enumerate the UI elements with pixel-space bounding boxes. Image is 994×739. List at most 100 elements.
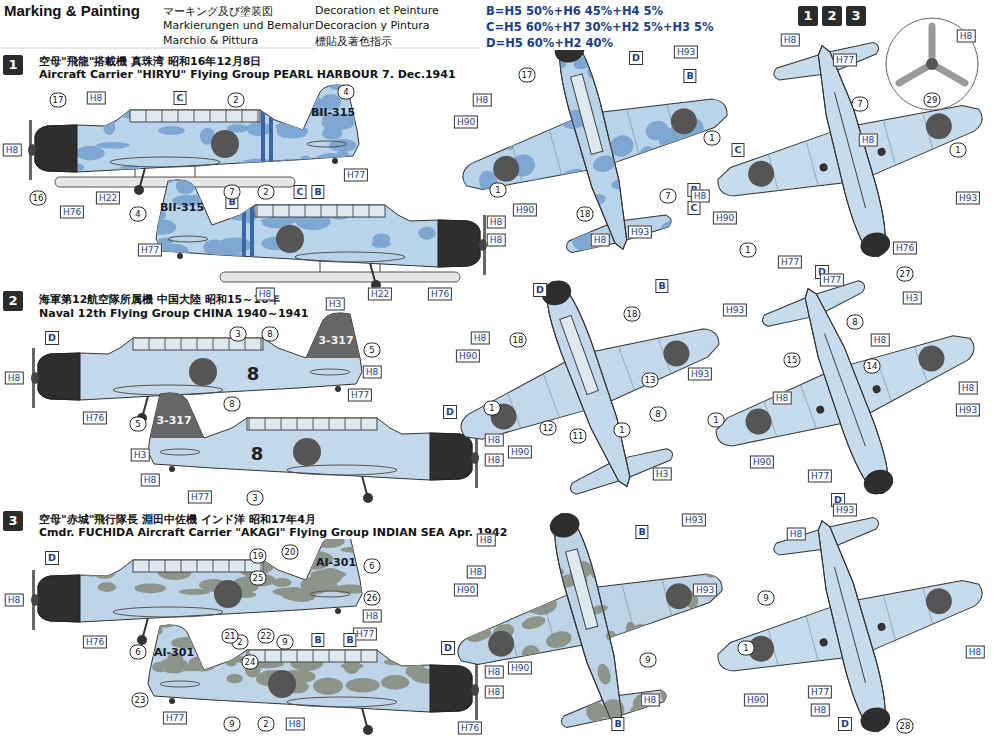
paint-code: H93 xyxy=(674,46,698,59)
paint-code: H8 xyxy=(957,30,976,43)
callout-number: 2 xyxy=(258,185,275,200)
side-view xyxy=(31,313,362,423)
badge-number: 2 xyxy=(827,6,836,26)
paint-code: H90 xyxy=(744,694,768,707)
badge-number: 1 xyxy=(8,55,17,75)
callout-number: 8 xyxy=(847,315,864,330)
paint-code: H8 xyxy=(467,566,486,579)
section-heading: Cmdr. FUCHIDA Aircraft Carrier "AKAGI" F… xyxy=(38,526,508,539)
section-badge: 2 xyxy=(822,6,842,26)
side-view xyxy=(28,75,377,195)
paint-code: H8 xyxy=(485,666,504,679)
section-heading: Aircraft Carrier "HIRYU" Flying Group PE… xyxy=(38,68,457,81)
callout-number: 25 xyxy=(250,571,267,586)
callout-number: 1 xyxy=(490,183,507,198)
callout-number: 6 xyxy=(364,559,381,574)
callout-number: 19 xyxy=(250,549,267,564)
callout-number: 6 xyxy=(130,645,147,660)
paint-code: H22 xyxy=(368,288,392,301)
paint-code: H3 xyxy=(131,449,150,462)
callout-number: 1 xyxy=(738,641,755,656)
paint-code: H3 xyxy=(903,292,922,305)
aircraft-number: 8 xyxy=(247,363,260,384)
paint-code: H93 xyxy=(956,192,980,205)
paint-code: H76 xyxy=(83,412,107,425)
callout-number: 7 xyxy=(660,189,677,204)
callout-number: 3 xyxy=(247,491,264,506)
color-letter: C xyxy=(688,201,701,215)
color-letter: D xyxy=(441,641,455,655)
propeller-detail xyxy=(886,18,978,110)
callout-number: 24 xyxy=(242,655,259,670)
badge-number: 1 xyxy=(803,6,812,26)
top-view xyxy=(424,235,755,533)
bottom-view xyxy=(680,242,994,540)
aircraft-marking: AI-301 xyxy=(316,556,356,569)
paint-code: H3 xyxy=(326,298,345,311)
side-view xyxy=(31,524,380,645)
subtitle: マーキング及び塗装図 xyxy=(162,4,274,19)
callout-number: 23 xyxy=(132,693,149,708)
callout-number: 29 xyxy=(924,93,941,108)
paint-code: H8 xyxy=(966,646,985,659)
callout-number: 3 xyxy=(230,327,247,342)
paint-code: H90 xyxy=(508,662,532,675)
section-heading: 海軍第12航空隊所属機 中国大陸 昭和15～16年 xyxy=(38,292,281,307)
paint-code: H8 xyxy=(485,454,504,467)
callout-number: 17 xyxy=(519,68,536,83)
color-formula: B=H5 50%+H6 45%+H4 5% xyxy=(485,4,664,18)
callout-number: 14 xyxy=(864,359,881,374)
color-letter: C xyxy=(294,185,307,199)
paint-code: H8 xyxy=(485,434,504,447)
callout-number: 1 xyxy=(614,423,631,438)
paint-code: H77 xyxy=(344,169,368,182)
paint-code: H8 xyxy=(485,686,504,699)
paint-code: H77 xyxy=(820,274,844,287)
color-letter: D xyxy=(629,51,643,65)
section-badge: 2 xyxy=(3,291,23,311)
callout-number: 1 xyxy=(708,413,725,428)
paint-code: H90 xyxy=(508,446,532,459)
bottom-view xyxy=(690,10,994,291)
color-letter: B xyxy=(343,633,356,647)
subtitle: Decoracion y Pintura xyxy=(314,19,431,32)
paint-code: H3 xyxy=(653,468,672,481)
bottom-view xyxy=(690,485,994,739)
paint-code: H8 xyxy=(87,92,106,105)
page-title: Marking & Painting xyxy=(4,2,140,19)
aircraft-number: 8 xyxy=(251,443,264,464)
side-view xyxy=(138,614,479,735)
paint-code: H8 xyxy=(477,534,496,547)
badge-number: 3 xyxy=(851,6,860,26)
callout-number: 21 xyxy=(222,629,239,644)
paint-code: H76 xyxy=(458,722,482,735)
paint-code: H77 xyxy=(833,54,857,67)
paint-code: H8 xyxy=(487,234,506,247)
color-letter: B xyxy=(655,279,668,293)
color-letter: D xyxy=(443,405,457,419)
callout-number: 15 xyxy=(784,353,801,368)
paint-code: H90 xyxy=(454,116,478,129)
subtitle: 標貼及著色指示 xyxy=(314,34,393,49)
paint-code: H93 xyxy=(833,504,857,517)
callout-number: 7 xyxy=(224,185,241,200)
callout-number: 22 xyxy=(258,629,275,644)
paint-code: H90 xyxy=(713,212,737,225)
subtitle: Markierungen und Bemalung xyxy=(162,19,324,32)
callout-number: 1 xyxy=(950,143,967,158)
section-badge: 1 xyxy=(798,6,818,26)
paint-code: H8 xyxy=(3,144,22,157)
paint-code: H76 xyxy=(428,288,452,301)
paint-code: H77 xyxy=(808,470,832,483)
paint-code: H77 xyxy=(188,491,212,504)
badge-number: 3 xyxy=(8,511,17,531)
paint-code: H8 xyxy=(959,382,978,395)
paint-code: H8 xyxy=(473,94,492,107)
paint-code: H93 xyxy=(682,514,706,527)
color-letter: B xyxy=(311,185,324,199)
paint-code: H8 xyxy=(471,332,490,345)
paint-code: H76 xyxy=(893,242,917,255)
callout-number: 9 xyxy=(640,653,657,668)
color-letter: B xyxy=(683,69,696,83)
